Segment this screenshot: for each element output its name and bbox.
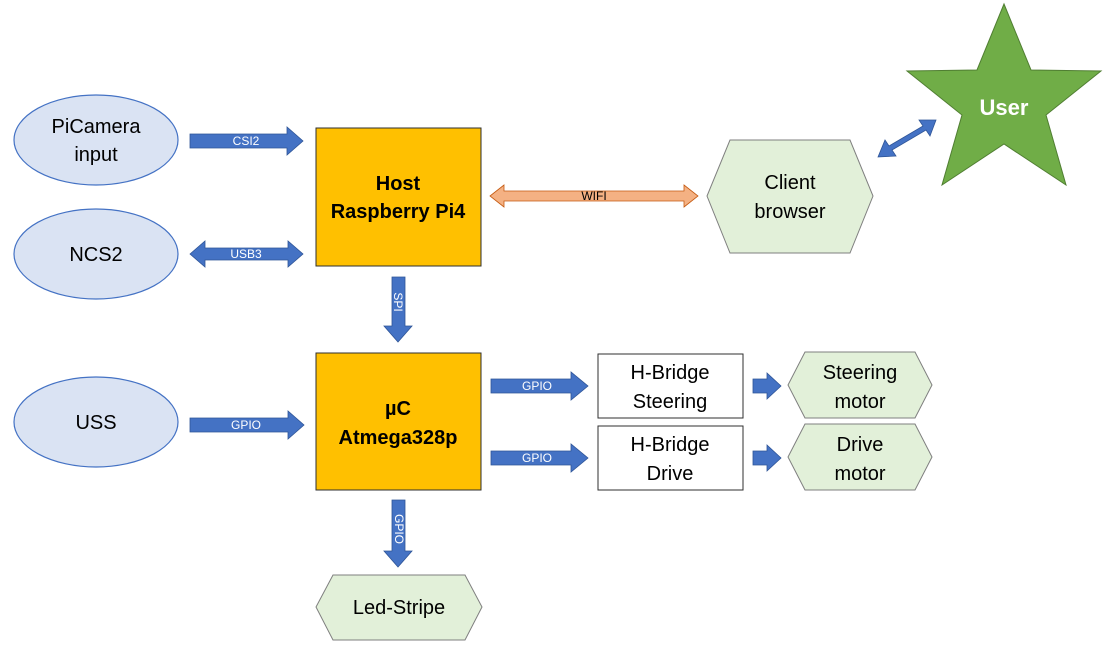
client-label-line2: browser [754, 201, 825, 223]
arrow-double-icon [189, 240, 304, 268]
uss-label: USS [75, 412, 116, 434]
arrow-right-icon [752, 372, 782, 400]
hbridge-drive-label-line2: Drive [647, 463, 694, 485]
hbridge-drive-label-line1: H-Bridge [631, 434, 710, 456]
edge-gpio-steering-label: GPIO [522, 379, 552, 393]
hbridge-steering-label-line2: Steering [633, 391, 708, 413]
arrow-down-icon [383, 276, 413, 343]
node-client-browser: Client browser [706, 139, 874, 254]
edge-gpio-uss: GPIO [189, 410, 305, 440]
edge-steering-to-motor [752, 372, 782, 400]
uc-label-line1: µC [385, 398, 411, 420]
edge-wifi-label: WIFI [581, 189, 606, 203]
steering-motor-label-line1: Steering [823, 362, 898, 384]
arrow-double-icon [489, 184, 699, 208]
edge-client-user [877, 119, 937, 158]
star-icon [905, 2, 1103, 187]
arrow-right-icon [189, 410, 305, 440]
node-host: Host Raspberry Pi4 [315, 127, 482, 267]
picamera-label-line1: PiCamera [52, 116, 142, 138]
arrow-right-icon [490, 371, 589, 401]
node-ncs2: NCS2 [13, 208, 179, 300]
picamera-label-line2: input [74, 144, 118, 166]
arrow-right-icon [490, 443, 589, 473]
node-uss: USS [13, 376, 179, 468]
edge-gpio-drive-label: GPIO [522, 451, 552, 465]
node-hbridge-drive: H-Bridge Drive [597, 425, 744, 491]
node-hbridge-steering: H-Bridge Steering [597, 353, 744, 419]
edge-usb3-label: USB3 [230, 247, 262, 261]
edge-csi2-label: CSI2 [233, 134, 260, 148]
edge-csi2: CSI2 [189, 126, 304, 156]
node-user: User [905, 2, 1103, 187]
uc-label-line2: Atmega328p [339, 427, 458, 449]
arrow-right-icon [189, 126, 304, 156]
edge-gpio-led: GPIO [383, 499, 413, 568]
edge-usb3: USB3 [189, 240, 304, 268]
node-uc: µC Atmega328p [315, 352, 482, 491]
user-label: User [980, 95, 1029, 120]
client-label-line1: Client [764, 172, 816, 194]
edge-spi: SPI [383, 276, 413, 343]
ncs2-label: NCS2 [69, 244, 122, 266]
drive-motor-label-line1: Drive [837, 434, 884, 456]
edge-gpio-uss-label: GPIO [231, 418, 261, 432]
edge-gpio-drive: GPIO [490, 443, 589, 473]
node-steering-motor: Steering motor [787, 351, 933, 419]
host-label-line2: Raspberry Pi4 [331, 201, 466, 223]
steering-motor-label-line2: motor [834, 391, 885, 413]
arrow-down-icon [383, 499, 413, 568]
node-led-stripe: Led-Stripe [315, 574, 483, 641]
host-label-line1: Host [376, 173, 421, 195]
edge-gpio-led-label: GPIO [392, 514, 406, 544]
node-picamera: PiCamera input [13, 94, 179, 186]
node-drive-motor: Drive motor [787, 423, 933, 491]
arrow-double-icon [877, 119, 937, 158]
led-stripe-label: Led-Stripe [353, 597, 445, 619]
drive-motor-label-line2: motor [834, 463, 885, 485]
arrow-right-icon [752, 444, 782, 472]
edge-drive-to-motor [752, 444, 782, 472]
edge-spi-label: SPI [391, 292, 405, 311]
edge-gpio-steering: GPIO [490, 371, 589, 401]
edge-wifi: WIFI [489, 184, 699, 208]
hbridge-steering-label-line1: H-Bridge [631, 362, 710, 384]
